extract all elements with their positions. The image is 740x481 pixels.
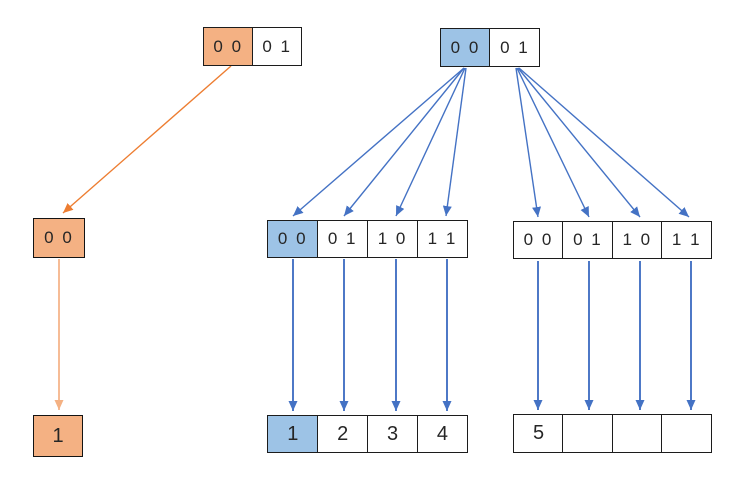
fan-arrow-01-to-cell-01 bbox=[516, 67, 590, 218]
fan-arrow-01-to-cell-11 bbox=[518, 67, 690, 218]
leaf-row-left: 1 2 3 4 bbox=[267, 415, 469, 453]
leaf-cell-empty-1 bbox=[562, 414, 614, 453]
arrow-root-left-to-mid-node bbox=[62, 65, 232, 214]
root-right-cell-01: 0 1 bbox=[489, 28, 541, 67]
mid-left-cell-01: 0 1 bbox=[316, 220, 369, 258]
leaf-cell-empty-3 bbox=[661, 414, 713, 453]
root-left-box: 0 0 0 1 bbox=[203, 27, 303, 66]
mid-row-right: 0 0 0 1 1 0 1 1 bbox=[513, 221, 713, 259]
leaf-cell-1: 1 bbox=[267, 415, 319, 453]
fan-arrow-00-to-cell-11 bbox=[442, 67, 467, 217]
fan-arrow-00-to-cell-01 bbox=[343, 67, 465, 217]
left-leaf-node: 1 bbox=[33, 415, 83, 457]
leaf-cell-5: 5 bbox=[513, 414, 564, 453]
mid-row-left: 0 0 0 1 1 0 1 1 bbox=[267, 220, 469, 258]
root-right-box: 0 0 0 1 bbox=[440, 28, 541, 67]
fan-arrow-00-to-cell-00 bbox=[292, 67, 465, 217]
mid-right-cell-10: 1 0 bbox=[611, 221, 663, 259]
mid-left-cell-10: 1 0 bbox=[366, 220, 419, 258]
fan-arrow-01-to-cell-10 bbox=[517, 67, 641, 218]
leaf-row-right: 5 bbox=[513, 414, 713, 453]
mid-left-cell-11: 1 1 bbox=[416, 220, 469, 258]
fan-arrow-00-to-cell-10 bbox=[395, 67, 466, 217]
leaf-cell-empty-2 bbox=[611, 414, 663, 453]
mid-right-cell-00: 0 0 bbox=[513, 221, 564, 259]
root-left-cell-01: 0 1 bbox=[251, 27, 303, 66]
fan-arrow-01-to-cell-00 bbox=[515, 67, 541, 218]
leaf-cell-2: 2 bbox=[316, 415, 369, 453]
leaf-cell-4: 4 bbox=[416, 415, 469, 453]
root-left-cell-00: 0 0 bbox=[203, 27, 254, 66]
leaf-cell-3: 3 bbox=[366, 415, 419, 453]
left-mid-node: 0 0 bbox=[33, 218, 85, 258]
mid-right-cell-01: 0 1 bbox=[562, 221, 614, 259]
mid-right-cell-11: 1 1 bbox=[661, 221, 713, 259]
mid-left-cell-00: 0 0 bbox=[267, 220, 319, 258]
root-right-cell-00: 0 0 bbox=[440, 28, 491, 67]
